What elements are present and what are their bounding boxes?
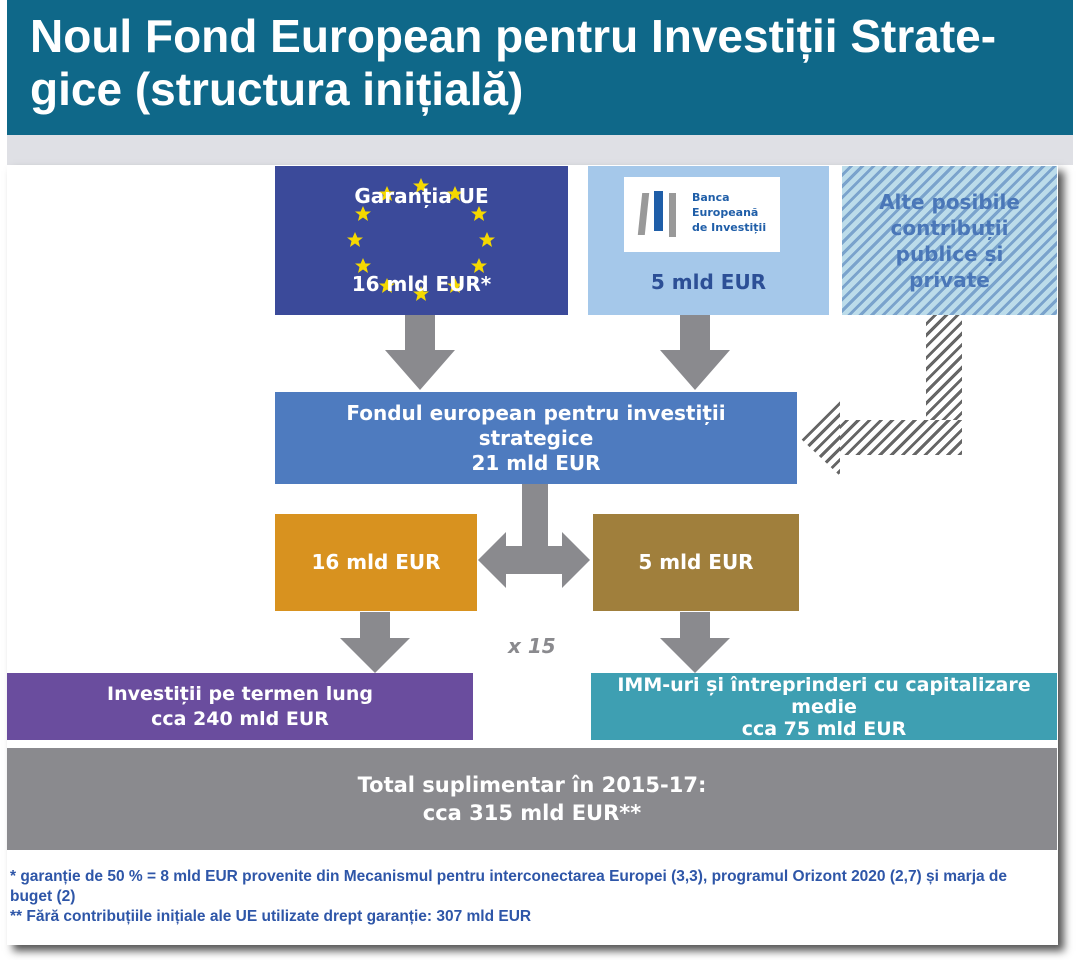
total-box: Total suplimentar în 2015-17: cca 315 ml… — [7, 748, 1057, 850]
long-term-investments-box: Investiții pe termen lung cca 240 mld EU… — [7, 673, 473, 740]
arrow-down-right — [660, 612, 730, 673]
arrow-down-eib — [660, 315, 730, 390]
other-contributions-label: Alte posibile contribuții publice și pri… — [879, 189, 1020, 292]
eib-logo-text-2: Europeană — [692, 206, 759, 219]
split-left-amount: 16 mld EUR — [311, 550, 441, 574]
eib-logo-bars-icon — [637, 191, 680, 239]
total-amount: cca 315 mld EUR** — [422, 801, 642, 825]
eu-guarantee-amount: 16 mld EUR* — [351, 272, 492, 296]
footnote-2: ** Fără contribuțiile inițiale ale UE ut… — [10, 908, 532, 925]
fund-line2: strategice — [478, 425, 594, 450]
eib-amount: 5 mld EUR — [650, 270, 767, 294]
eu-guarantee-label: Garanția UE — [354, 184, 489, 208]
divider-strip — [7, 135, 1073, 165]
fund-box: Fondul european pentru investiții strate… — [275, 392, 797, 484]
eib-logo-text-3: de Investiții — [692, 221, 767, 234]
hatched-arrow-horizontal — [838, 420, 962, 455]
title-bar — [7, 0, 1073, 135]
other-contributions-box: Alte posibile contribuții publice și pri… — [842, 166, 1057, 315]
total-label: Total suplimentar în 2015-17: — [357, 773, 707, 797]
arrow-split — [478, 484, 590, 588]
long-term-amount: cca 240 mld EUR — [151, 707, 329, 730]
long-term-label: Investiții pe termen lung — [107, 682, 373, 705]
eu-guarantee-box: Garanția UE 16 mld EUR* — [275, 166, 568, 315]
eib-logo: Banca Europeană de Investiții — [624, 177, 780, 252]
sme-box: IMM-uri și întreprinderi cu capitalizare… — [591, 673, 1057, 740]
fund-amount: 21 mld EUR — [471, 450, 601, 475]
footnote-1: * garanție de 50 % = 8 mld EUR provenite… — [10, 868, 1008, 905]
arrow-down-eu — [385, 315, 455, 390]
page-title: Noul Fond European pentru Investiții Str… — [30, 10, 997, 115]
fund-line1: Fondul european pentru investiții — [346, 400, 726, 425]
split-right-box: 5 mld EUR — [593, 514, 799, 611]
eib-box: Banca Europeană de Investiții 5 mld EUR — [588, 166, 829, 315]
split-left-box: 16 mld EUR — [275, 514, 477, 611]
split-right-amount: 5 mld EUR — [638, 550, 754, 574]
arrow-down-left — [340, 612, 410, 673]
sme-amount: cca 75 mld EUR — [741, 717, 907, 740]
sme-label: IMM-uri și întreprinderi cu capitalizare… — [617, 673, 1031, 718]
eib-logo-text-1: Banca — [692, 191, 730, 204]
multiplier-label: x 15 — [508, 634, 556, 658]
